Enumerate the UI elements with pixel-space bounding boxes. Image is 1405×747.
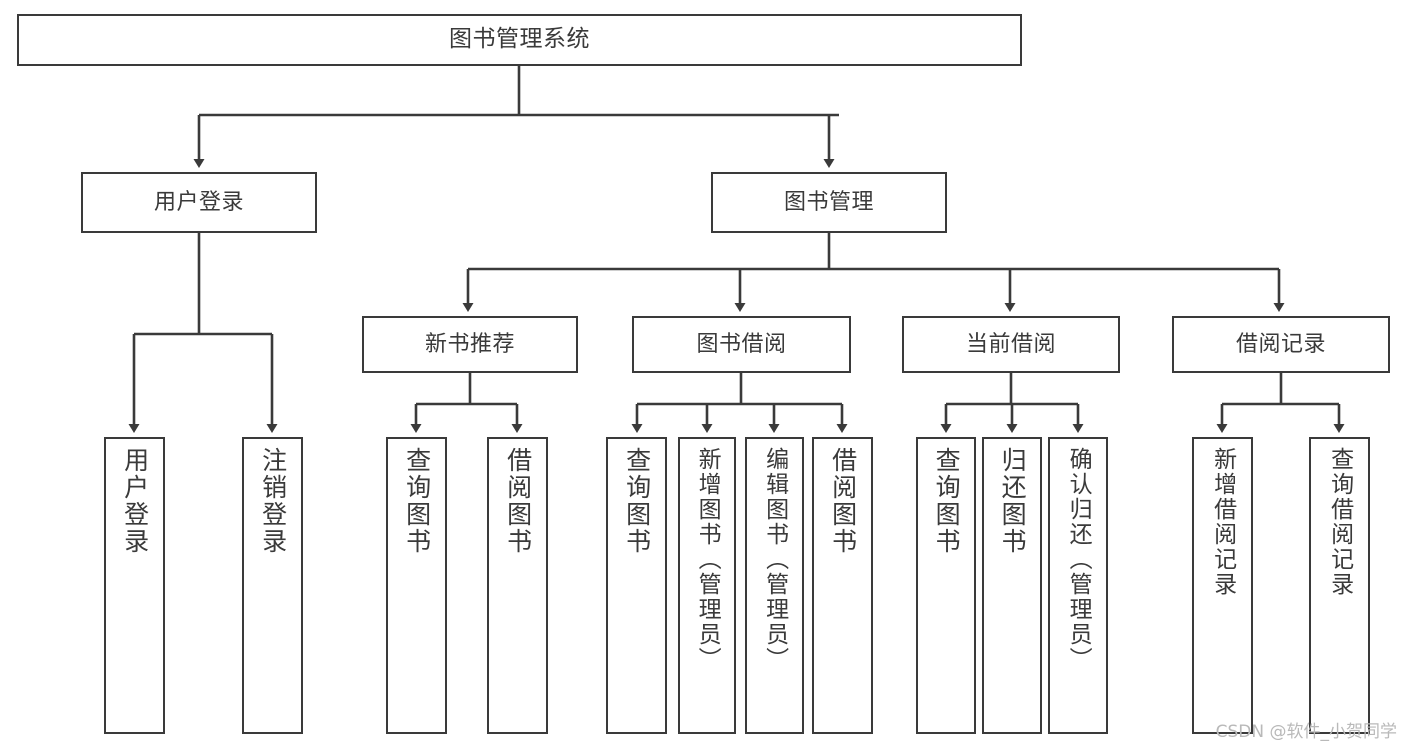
node-leaf-query-book-3[interactable]: 查询图书 xyxy=(916,437,976,734)
node-borrow-record-label: 借阅记录 xyxy=(1235,331,1326,357)
node-leaf-query-book-2-label: 查询图书 xyxy=(622,447,652,555)
node-leaf-query-book-1[interactable]: 查询图书 xyxy=(386,437,447,734)
node-leaf-add-book-label: 新增图书（管理员） xyxy=(694,447,721,672)
node-leaf-query-book-1-label: 查询图书 xyxy=(402,447,432,555)
node-leaf-edit-book[interactable]: 编辑图书（管理员） xyxy=(745,437,804,734)
node-leaf-borrow-book-2-label: 借阅图书 xyxy=(828,447,858,555)
node-book-borrow[interactable]: 图书借阅 xyxy=(632,316,851,373)
node-user-login[interactable]: 用户登录 xyxy=(81,172,317,233)
node-leaf-user-login-label: 用户登录 xyxy=(120,447,150,555)
node-leaf-query-book-2[interactable]: 查询图书 xyxy=(606,437,667,734)
node-leaf-query-book-3-label: 查询图书 xyxy=(932,447,962,555)
node-leaf-query-record[interactable]: 查询借阅记录 xyxy=(1309,437,1370,734)
node-leaf-confirm-return[interactable]: 确认归还（管理员） xyxy=(1048,437,1108,734)
node-leaf-logout-login[interactable]: 注销登录 xyxy=(242,437,303,734)
node-leaf-return-book-label: 归还图书 xyxy=(998,447,1028,555)
node-leaf-borrow-book-1[interactable]: 借阅图书 xyxy=(487,437,548,734)
node-root-label: 图书管理系统 xyxy=(449,26,590,53)
node-book-borrow-label: 图书借阅 xyxy=(696,331,787,357)
watermark-text: CSDN @软件_小贺同学 xyxy=(1215,722,1397,742)
node-leaf-borrow-book-1-label: 借阅图书 xyxy=(503,447,533,555)
node-leaf-confirm-return-label: 确认归还（管理员） xyxy=(1065,447,1092,672)
node-root[interactable]: 图书管理系统 xyxy=(17,14,1022,66)
node-new-book-recommend[interactable]: 新书推荐 xyxy=(362,316,578,373)
node-new-book-recommend-label: 新书推荐 xyxy=(424,331,515,357)
node-book-management-label: 图书管理 xyxy=(783,189,874,215)
node-borrow-record[interactable]: 借阅记录 xyxy=(1172,316,1390,373)
node-leaf-add-record-label: 新增借阅记录 xyxy=(1209,447,1236,597)
node-current-borrow-label: 当前借阅 xyxy=(965,331,1056,357)
node-user-login-label: 用户登录 xyxy=(153,189,244,215)
node-leaf-logout-login-label: 注销登录 xyxy=(258,447,288,555)
node-leaf-borrow-book-2[interactable]: 借阅图书 xyxy=(812,437,873,734)
node-leaf-user-login[interactable]: 用户登录 xyxy=(104,437,165,734)
node-book-management[interactable]: 图书管理 xyxy=(711,172,947,233)
node-current-borrow[interactable]: 当前借阅 xyxy=(902,316,1120,373)
node-leaf-add-book[interactable]: 新增图书（管理员） xyxy=(678,437,736,734)
node-leaf-add-record[interactable]: 新增借阅记录 xyxy=(1192,437,1253,734)
node-leaf-edit-book-label: 编辑图书（管理员） xyxy=(761,447,788,672)
node-leaf-query-record-label: 查询借阅记录 xyxy=(1326,447,1353,597)
node-leaf-return-book[interactable]: 归还图书 xyxy=(982,437,1042,734)
